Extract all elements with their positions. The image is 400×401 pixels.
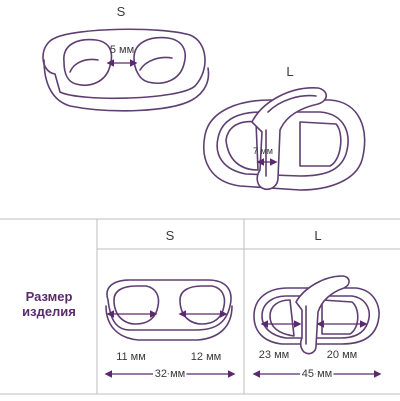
size-table-grid: [0, 218, 400, 395]
table-header-l: L: [314, 228, 321, 243]
table-s-product-illustration: [104, 279, 236, 378]
table-s-total-width: 32 мм: [155, 368, 185, 380]
table-s-left-width: 11 мм: [116, 351, 146, 363]
s-product-illustration: [42, 28, 210, 112]
table-header-s: S: [166, 228, 175, 243]
row-title-line2: изделия: [22, 304, 76, 319]
top-l-gap-dimension: 7 мм: [253, 146, 273, 156]
row-title-line1: Размер: [26, 289, 73, 304]
top-size-l-label: L: [286, 64, 293, 79]
l-product-illustration: [203, 87, 366, 191]
table-s-right-width: 12 мм: [191, 351, 221, 363]
top-s-gap-dimension: 5 мм: [110, 44, 134, 56]
table-l-right-width: 20 мм: [327, 349, 357, 361]
table-l-left-width: 23 мм: [259, 349, 289, 361]
table-l-total-width: 45 мм: [302, 368, 332, 380]
table-l-product-illustration: [252, 275, 382, 378]
top-size-s-label: S: [117, 4, 126, 19]
